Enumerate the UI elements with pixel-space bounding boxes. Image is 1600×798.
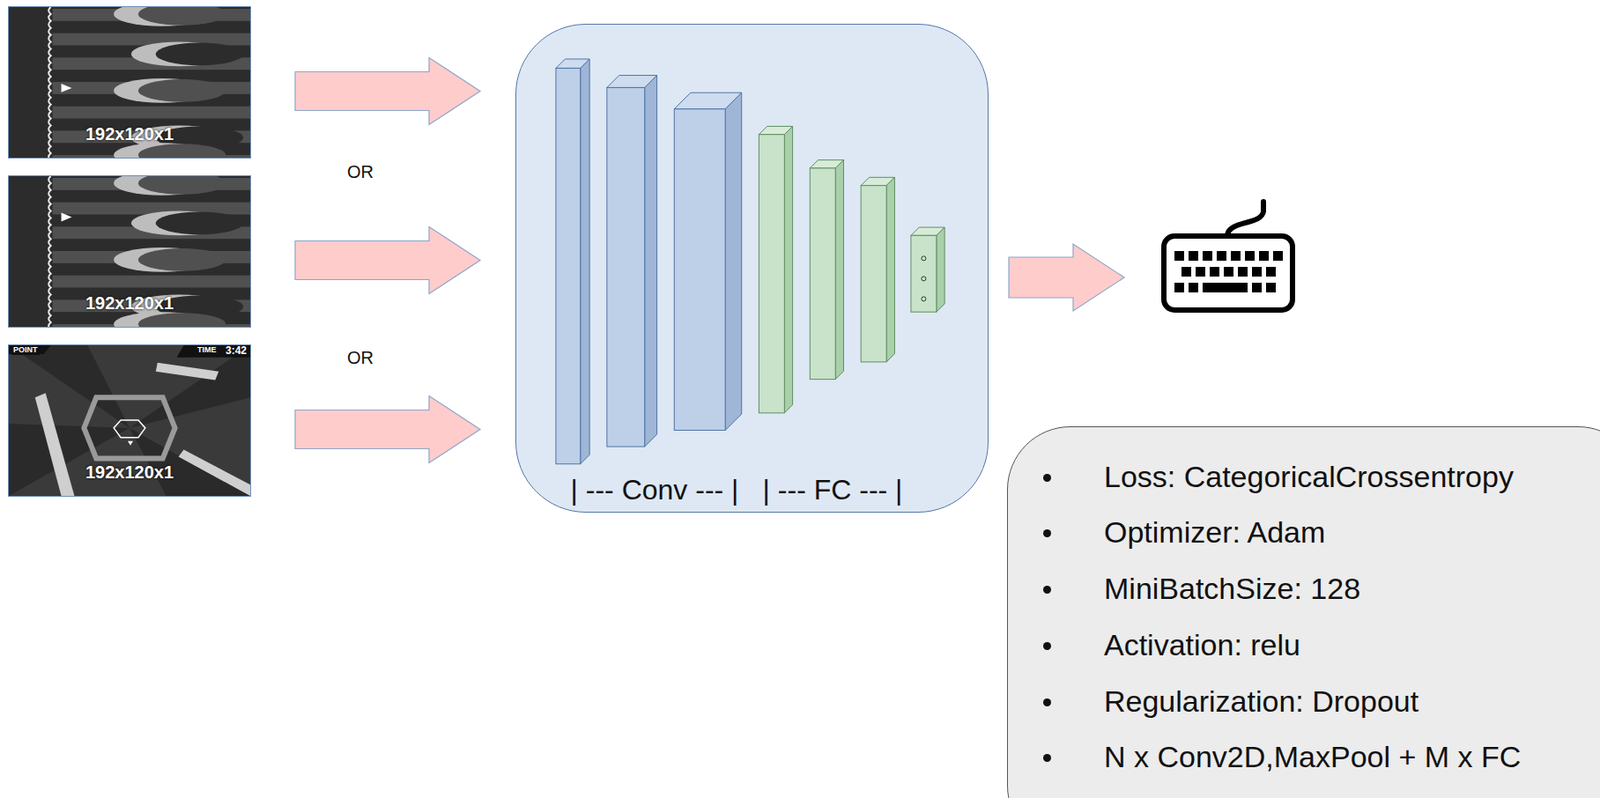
hud-label: POINT xyxy=(11,346,40,356)
layer-group-label: | --- Conv --- | xyxy=(570,474,740,507)
or-label: OR xyxy=(347,348,374,369)
setting-text: Activation: relu xyxy=(1103,628,1301,663)
bullet-dot xyxy=(1043,754,1052,763)
input-size: 192x120x1 xyxy=(8,124,251,145)
bullet-dot xyxy=(1043,529,1052,538)
setting-text: MiniBatchSize: 128 xyxy=(1103,571,1361,607)
output-arrow xyxy=(1008,244,1125,312)
setting-text: Regularization: Dropout xyxy=(1103,684,1419,719)
setting-text: N x Conv2D,MaxPool + M x FC xyxy=(1103,740,1521,775)
hud-label: TIME xyxy=(195,346,219,356)
settings-box: Loss: CategoricalCrossentropyOptimizer: … xyxy=(1007,426,1600,798)
layer-group-label: | --- FC --- | xyxy=(762,474,904,507)
bullet-dot xyxy=(1043,585,1052,594)
input-arrow xyxy=(295,58,481,126)
keyboard-icon xyxy=(1163,201,1293,311)
setting-text: Loss: CategoricalCrossentropy xyxy=(1103,459,1514,495)
layer-stack xyxy=(516,24,988,512)
setting-text: Optimizer: Adam xyxy=(1103,515,1326,550)
hud-timer: 3:42 xyxy=(223,345,249,357)
input-arrow xyxy=(295,227,481,295)
or-label: OR xyxy=(347,162,374,183)
input-arrow xyxy=(295,396,481,464)
bullet-dot xyxy=(1043,698,1052,707)
input-frame: 192x120x1 xyxy=(7,344,252,497)
bullet-dot xyxy=(1043,474,1052,482)
input-size: 192x120x1 xyxy=(8,293,251,314)
input-size: 192x120x1 xyxy=(8,462,251,483)
bullet-dot xyxy=(1043,642,1052,651)
input-frame: 192x120x1 xyxy=(7,175,252,328)
network-box: | --- Conv --- | | --- FC --- | xyxy=(515,23,989,513)
input-frame: 192x120x1 xyxy=(7,6,252,159)
